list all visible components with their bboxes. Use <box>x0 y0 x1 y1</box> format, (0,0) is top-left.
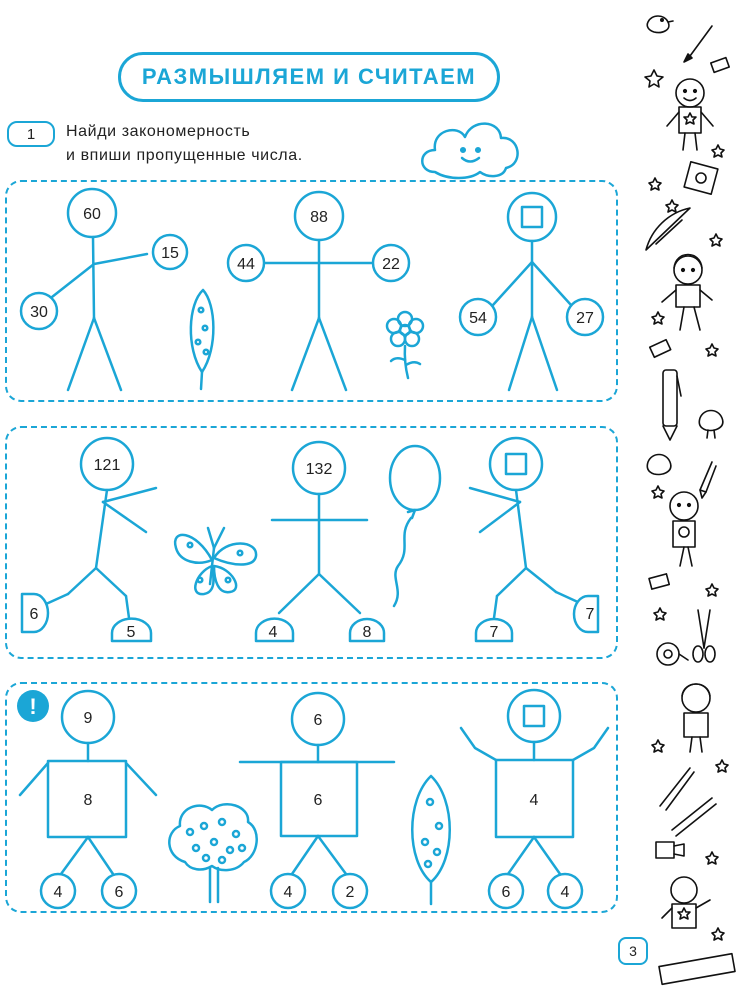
scissors-icon <box>692 609 716 663</box>
task-number-badge: 1 <box>7 121 55 147</box>
star-icon <box>705 343 719 357</box>
f12-right-hand: 22 <box>382 256 400 273</box>
star-icon <box>651 485 665 499</box>
instruction-line-2: и впиши пропущенные числа. <box>66 147 303 164</box>
f31-head: 9 <box>84 710 93 727</box>
leaf-icon <box>189 288 215 391</box>
f11-left-hand: 30 <box>30 304 48 321</box>
boy-doodle-icon <box>661 876 711 929</box>
clip-icon <box>655 841 685 859</box>
eraser-icon <box>709 56 731 74</box>
figure-3-1 <box>18 689 158 910</box>
figure-1-2 <box>226 190 411 392</box>
f13-right-hand: 27 <box>576 310 594 327</box>
star-icon <box>711 927 725 941</box>
boy-doodle-icon <box>666 78 714 151</box>
panel-row-1 <box>5 180 618 402</box>
f31-body: 8 <box>84 792 93 809</box>
star-icon <box>665 199 679 213</box>
f32-right-foot: 2 <box>346 884 355 901</box>
f31-right-foot: 6 <box>115 884 124 901</box>
star-icon <box>705 583 719 597</box>
flower-icon <box>385 310 425 380</box>
instruction-line-1: Найди закономерность <box>66 123 251 140</box>
cloud-icon <box>421 122 519 180</box>
figure-3-3 <box>459 688 610 910</box>
star-icon <box>709 233 723 247</box>
f33-right-foot: 4 <box>561 884 570 901</box>
f11-right-hand: 15 <box>161 245 179 262</box>
page-number: 3 <box>618 937 648 965</box>
protractor-icon <box>645 207 691 251</box>
star-icon <box>648 177 662 191</box>
ruler-icon <box>658 952 736 986</box>
panel-row-3 <box>5 682 618 913</box>
brush-icon <box>683 25 713 63</box>
f33-left-foot: 6 <box>502 884 511 901</box>
f32-body: 6 <box>314 792 323 809</box>
bird-icon <box>646 453 672 476</box>
fountain-pen-icon <box>671 797 717 837</box>
pencil-icon <box>699 461 717 499</box>
f12-left-hand: 44 <box>237 256 255 273</box>
exclamation-icon: ! <box>17 690 49 722</box>
f13-left-hand: 54 <box>469 310 487 327</box>
figure-1-3 <box>458 191 605 392</box>
girl-doodle-icon <box>681 683 711 753</box>
f21-right-foot: 5 <box>127 624 136 641</box>
f23-left-foot: 7 <box>490 624 499 641</box>
figure-2-3 <box>468 436 600 643</box>
star-icon <box>651 311 665 325</box>
figure-1-1 <box>19 187 189 392</box>
tape-icon <box>656 642 689 666</box>
figure-3-2 <box>238 691 396 910</box>
star-icon <box>705 851 719 865</box>
page-title: РАЗМЫШЛЯЕМ И СЧИТАЕМ <box>118 52 500 102</box>
f33-body: 4 <box>530 792 539 809</box>
panel-row-2 <box>5 426 618 659</box>
f32-left-foot: 4 <box>284 884 293 901</box>
f32-head: 6 <box>314 712 323 729</box>
star-icon <box>653 607 667 621</box>
margin-doodles <box>644 15 736 986</box>
tree-icon <box>168 803 258 904</box>
figure-2-2 <box>254 440 386 643</box>
f22-right-foot: 8 <box>363 624 372 641</box>
figure-2-1 <box>20 436 158 643</box>
pen-icon <box>659 767 695 811</box>
f21-left-foot: 6 <box>30 606 39 623</box>
f22-left-foot: 4 <box>269 624 278 641</box>
bird-icon <box>698 409 724 439</box>
svg-text:!: ! <box>29 694 36 719</box>
f12-head: 88 <box>310 209 328 226</box>
eraser-icon <box>648 338 672 359</box>
butterfly-icon <box>173 526 258 596</box>
bird-icon <box>646 15 674 34</box>
pen-icon <box>662 369 682 441</box>
f23-right-foot: 7 <box>586 606 595 623</box>
boy-doodle-icon <box>669 491 699 567</box>
sharpener-icon <box>683 161 719 195</box>
f22-head: 132 <box>306 461 333 478</box>
star-icon <box>715 759 729 773</box>
girl-doodle-icon <box>661 253 713 331</box>
star-icon <box>651 739 665 753</box>
f21-head: 121 <box>94 457 121 474</box>
balloon-icon <box>388 444 442 608</box>
f11-head: 60 <box>83 206 101 223</box>
task-instruction: Найди закономерность и впиши пропущенные… <box>66 120 303 168</box>
eraser-icon <box>648 573 671 590</box>
f31-left-foot: 4 <box>54 884 63 901</box>
leaf-icon-2 <box>411 774 451 906</box>
star-icon <box>711 144 725 158</box>
star-icon <box>644 69 664 88</box>
